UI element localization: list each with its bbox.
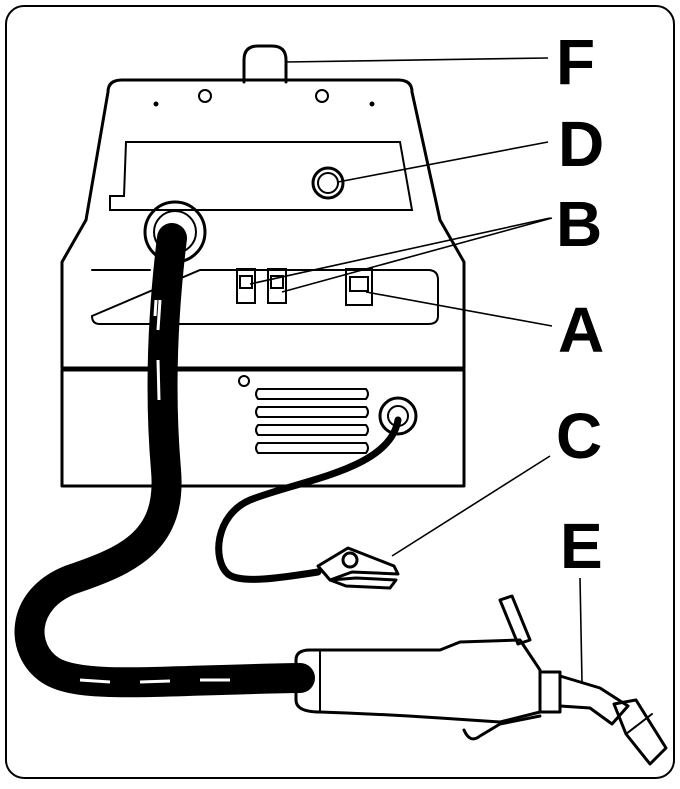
vent-slot: [256, 443, 368, 453]
nozzle-band: [626, 714, 652, 734]
switch-b1-rocker: [240, 276, 252, 288]
callout-a: A: [558, 298, 604, 362]
indicator-hole: [239, 376, 249, 386]
knob-inner: [318, 173, 338, 193]
leader-f: [286, 58, 548, 62]
leader-b2: [282, 218, 552, 292]
clamp-pivot: [343, 553, 357, 567]
callout-c: C: [556, 404, 602, 468]
callout-b: B: [556, 192, 602, 256]
ground-clamp: [318, 548, 398, 580]
leader-c: [392, 456, 550, 556]
main-switch-rocker: [350, 277, 368, 291]
torch-lever: [500, 596, 530, 644]
control-panel: [92, 270, 438, 324]
torch-nozzle: [614, 700, 666, 764]
callout-e: E: [560, 514, 603, 578]
carry-handle: [244, 46, 286, 82]
leader-a: [366, 292, 552, 326]
screw-hole: [154, 102, 159, 107]
leader-b1: [250, 218, 550, 284]
vent-slot: [256, 389, 368, 399]
leader-d: [338, 142, 548, 182]
vent-slot: [256, 425, 368, 435]
screw-hole: [370, 102, 375, 107]
mount-hole: [199, 90, 211, 102]
welding-torch: [296, 640, 540, 722]
callout-f: F: [556, 30, 595, 94]
callout-d: D: [558, 112, 604, 176]
torch-cable: [30, 238, 300, 682]
leader-e: [580, 578, 582, 682]
ground-clamp-jaw: [330, 578, 396, 588]
torch-collar: [540, 672, 560, 712]
cabinet-lower: [62, 370, 464, 486]
mount-hole: [316, 90, 328, 102]
vent-slot: [256, 407, 368, 417]
